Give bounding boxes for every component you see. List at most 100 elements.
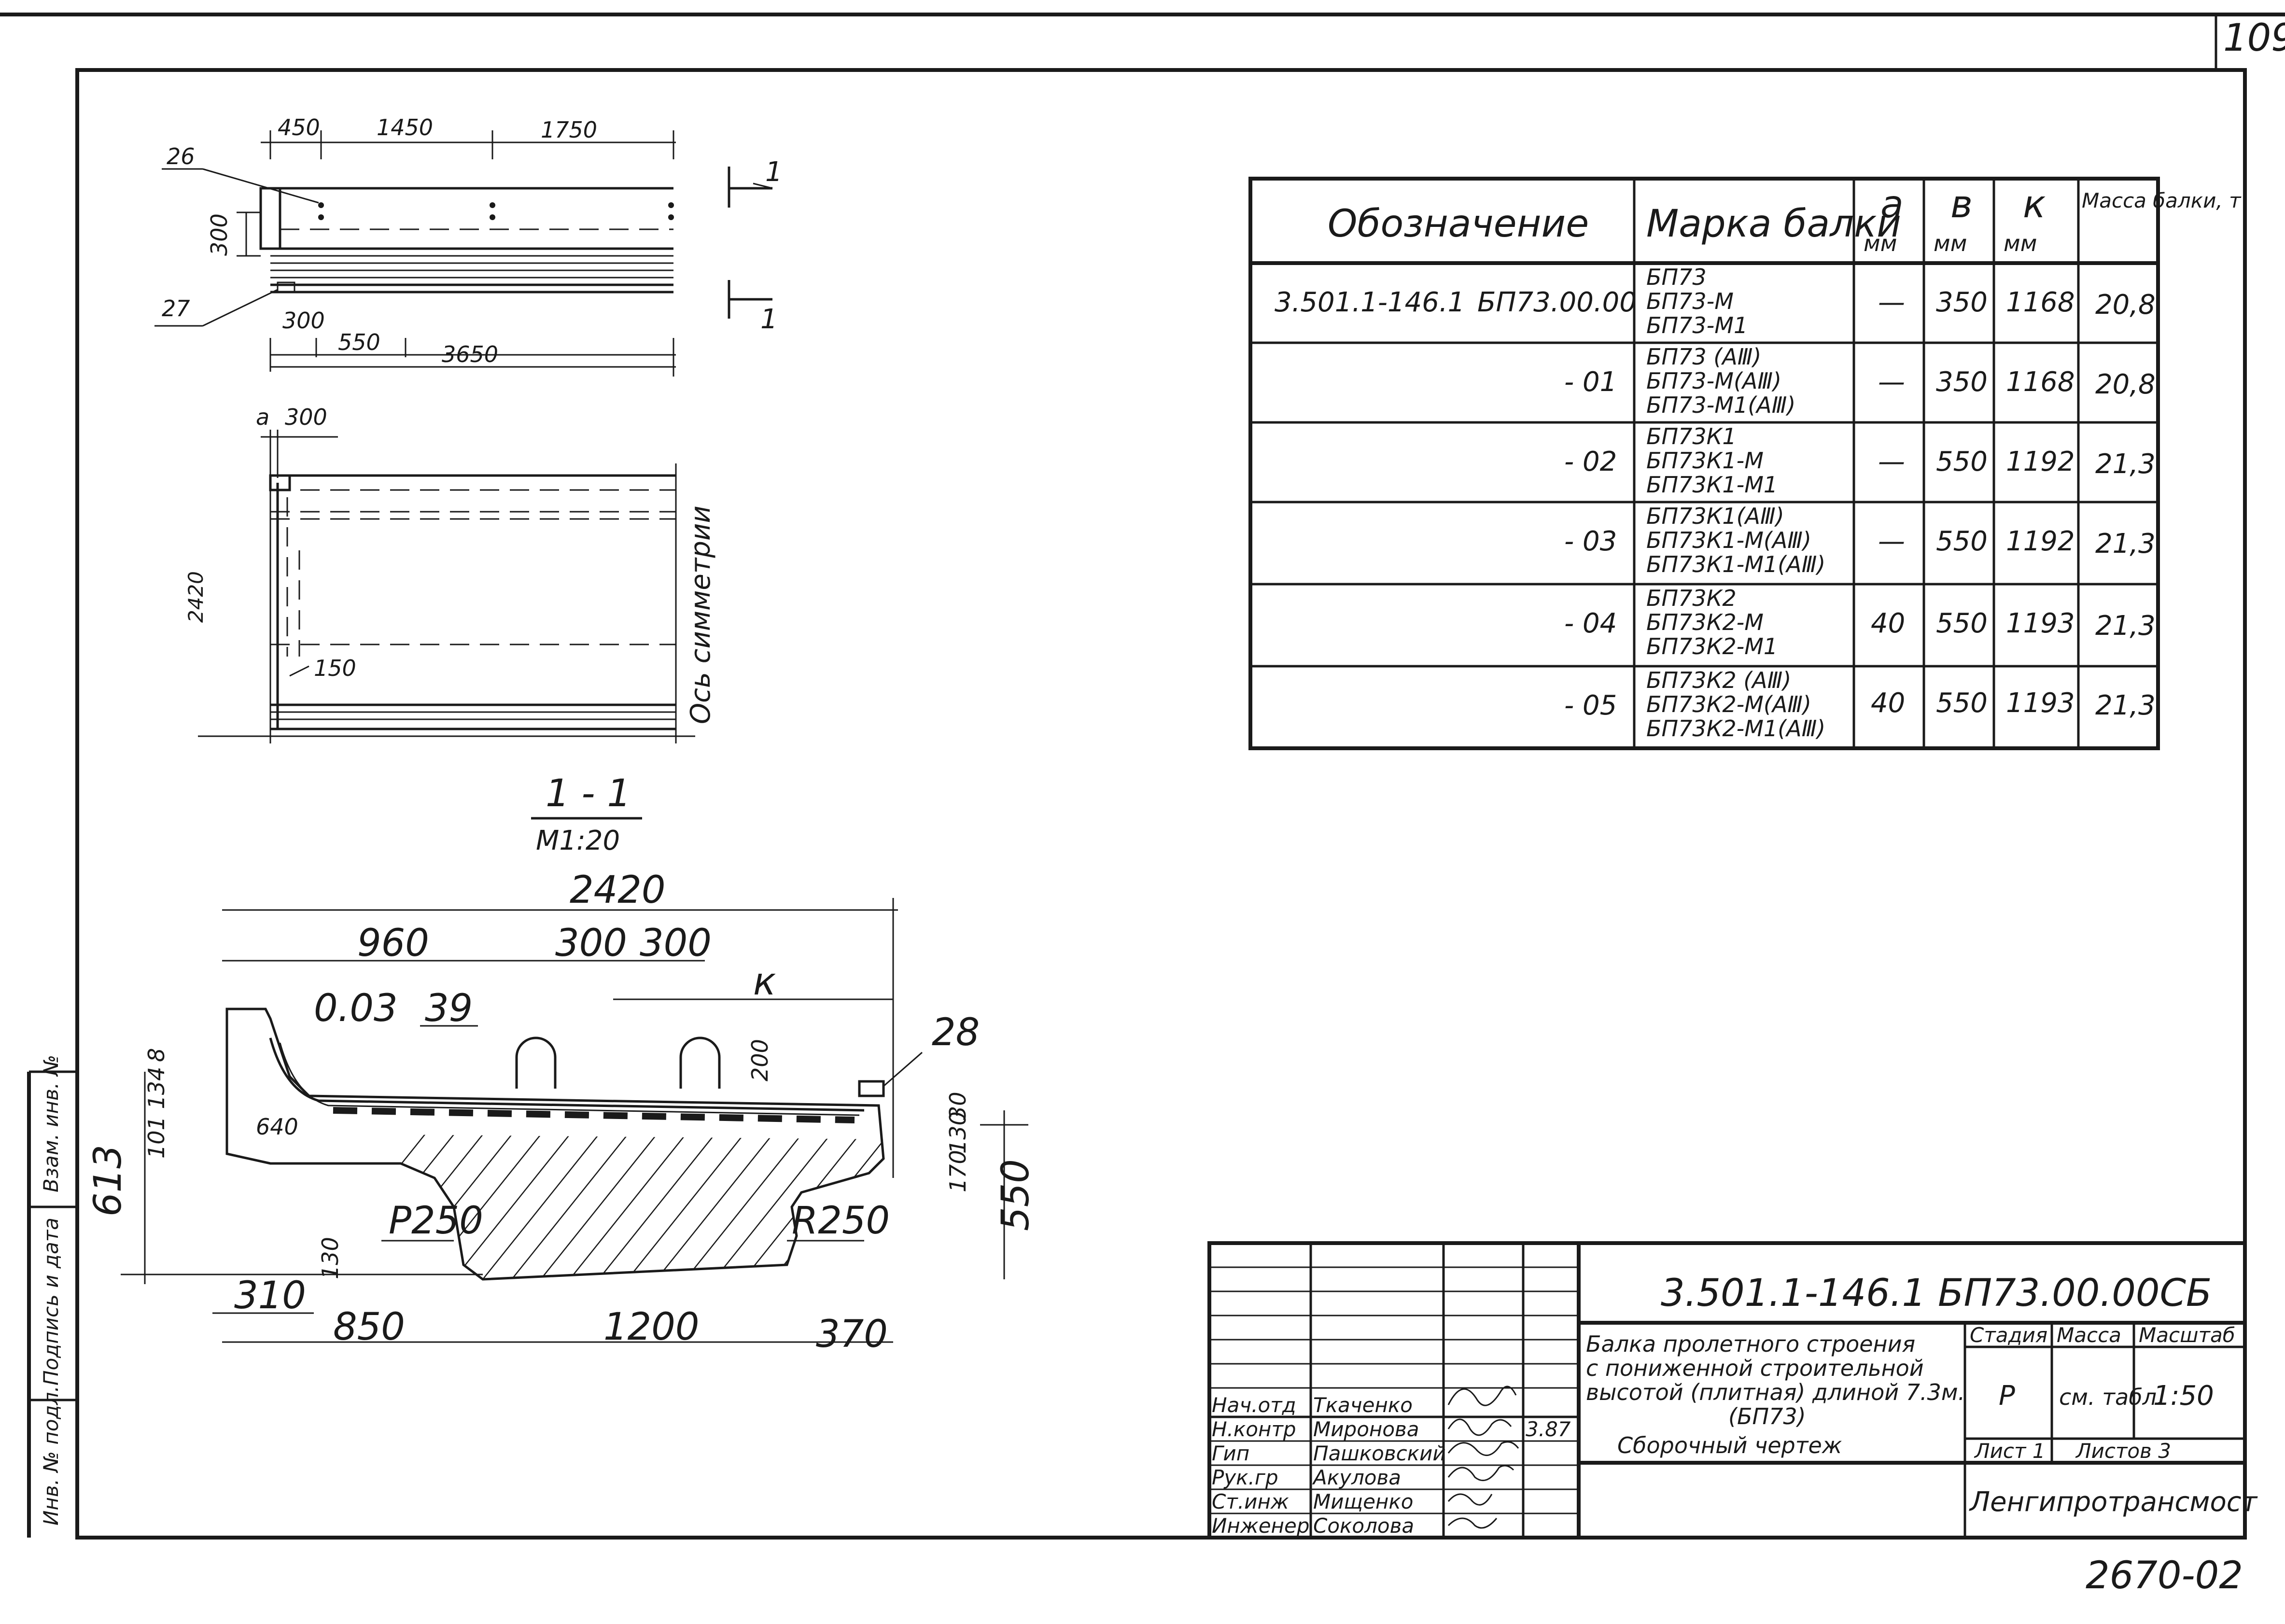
section-mark-top: 1 — [765, 156, 783, 188]
radius-left: Р250 — [389, 1199, 483, 1243]
table-row: - 03 БП73К1(АⅢ) БП73К1-М(АⅢ) БП73К1-М1(А… — [1564, 503, 2156, 577]
dim-300-section-a: 300 — [555, 922, 627, 965]
row-mark-3: БП73-М1 — [1646, 312, 1748, 338]
staff-name-5: Мищенко — [1313, 1490, 1413, 1513]
row-a: — — [1878, 446, 1905, 477]
row-code: 3.501.1-146.1 — [1275, 287, 1465, 318]
row-mark-1: БП73К2 — [1646, 585, 1737, 611]
table-row: - 04 БП73К2 БП73К2-М БП73К2-М1 40 550 11… — [1564, 585, 2156, 659]
th-mass: Масса балки, т — [2082, 189, 2242, 212]
dim-1750: 1750 — [541, 117, 597, 143]
dim-3650: 3650 — [442, 341, 498, 367]
th-b: в — [1950, 183, 1973, 226]
dim-613: 613 — [86, 1145, 130, 1217]
th-designation: Обозначение — [1328, 202, 1589, 246]
dim-960: 960 — [357, 922, 429, 965]
staff-role-2: Н.контр — [1212, 1417, 1296, 1441]
slope-label: 0.03 — [314, 987, 398, 1030]
row-k: 1168 — [2006, 366, 2075, 398]
row-b: 550 — [1936, 526, 1988, 557]
row-mark-1: БП73К1(АⅢ) — [1646, 503, 1784, 529]
row-b: 550 — [1936, 687, 1988, 719]
row-mark-2: БП73К1-М(АⅢ) — [1646, 527, 1811, 553]
row-mark-1: БП73 — [1646, 264, 1707, 290]
spec-table: Обозначение Марка балки a в к Масса балк… — [1248, 177, 2242, 750]
th-unit-b: мм — [1934, 230, 1967, 256]
th-mark: Марка балки — [1646, 202, 1901, 246]
row-b: 350 — [1936, 366, 1988, 398]
page-number: 109 — [2223, 16, 2285, 60]
row-mark-3: БП73К2-М1 — [1646, 633, 1778, 659]
row-suffix: - 04 — [1564, 608, 1617, 639]
section-view: 1 - 1 М1:20 2420 960 300 300 к — [86, 772, 1037, 1356]
row-mark-2: БП73К2-М — [1646, 609, 1764, 635]
th-unit-a: мм — [1864, 230, 1897, 256]
row-a: 40 — [1871, 608, 1905, 639]
table-row: - 02 БП73К1 БП73К1-М БП73К1-М1 — 550 119… — [1564, 423, 2156, 498]
title-line-1: Балка пролетного строения — [1586, 1331, 1915, 1357]
row-mark-2: БП73-М(АⅢ) — [1646, 368, 1781, 394]
row-mass: 20,8 — [2095, 369, 2156, 400]
title-line-3: высотой (плитная) длиной 7.3м. — [1586, 1379, 1965, 1405]
scale-label: Масштаб — [2139, 1323, 2235, 1347]
dim-1450: 1450 — [377, 114, 433, 140]
row-b: 550 — [1936, 446, 1988, 477]
staff-role-3: Гип — [1212, 1442, 1249, 1465]
table-row: 3.501.1-146.1 БП73.00.00 БП73 БП73-М БП7… — [1275, 264, 2156, 338]
row-mass: 21,3 — [2095, 448, 2156, 480]
row-mass: 21,3 — [2095, 610, 2156, 642]
row-mark-1: БП73К2 (АⅢ) — [1646, 667, 1791, 693]
th-unit-k: мм — [2004, 230, 2037, 256]
row-mass: 20,8 — [2095, 289, 2156, 321]
org-name: Ленгипротрансмост — [1969, 1486, 2258, 1518]
row-mark-3: БП73-М1(АⅢ) — [1646, 392, 1795, 418]
row-mass: 21,3 — [2095, 690, 2156, 721]
callout-27: 27 — [162, 295, 190, 322]
row-k: 1192 — [2006, 446, 2075, 477]
row-k: 1168 — [2006, 287, 2075, 318]
row-b: 350 — [1936, 287, 1988, 318]
plan-top-view: 450 1450 1750 26 27 300 — [154, 114, 783, 377]
row-suffix: - 05 — [1564, 690, 1617, 721]
dim-130-bottom: 130 — [317, 1237, 343, 1279]
stage-label: Стадия — [1970, 1323, 2047, 1347]
doc-type: Сборочный чертеж — [1617, 1432, 1842, 1458]
th-k: к — [2023, 183, 2046, 226]
dim-130: 130 — [945, 1111, 971, 1154]
callout-26: 26 — [167, 143, 195, 169]
section-title: 1 - 1 — [546, 772, 631, 815]
row-a: 40 — [1871, 687, 1905, 719]
staff-role-1: Нач.отд — [1212, 1393, 1296, 1417]
callout-28: 28 — [932, 1011, 980, 1054]
dim-300-bottom: 300 — [282, 308, 325, 334]
title-line-2: с пониженной строительной — [1586, 1355, 1924, 1381]
row-mark-3: БП73К1-М1 — [1646, 472, 1778, 498]
dim-370: 370 — [816, 1313, 888, 1356]
margin-labels: Инв. № подл. Подпись и дата Взам. инв. № — [39, 1055, 63, 1526]
dim-30: 30 — [945, 1092, 971, 1120]
dim-310: 310 — [234, 1274, 306, 1317]
row-a: — — [1878, 526, 1905, 557]
row-a: — — [1878, 366, 1905, 398]
dim-8: 8 — [143, 1048, 169, 1062]
dim-2420-side: 2420 — [184, 571, 208, 623]
sheets-value: Листов 3 — [2075, 1439, 2171, 1463]
row-suffix: - 02 — [1564, 446, 1617, 477]
row-k: 1193 — [2006, 608, 2075, 639]
dim-k: к — [753, 960, 776, 1004]
section-scale: М1:20 — [536, 825, 620, 856]
dim-550-right: 550 — [994, 1159, 1037, 1231]
margin-label-sign: Подпись и дата — [39, 1218, 63, 1386]
row-mark-1: БП73К1 — [1646, 423, 1737, 449]
row-mark-1: БП73 (АⅢ) — [1646, 344, 1761, 370]
row-mark-2: БП73-М — [1646, 288, 1734, 314]
dim-1200: 1200 — [603, 1305, 700, 1349]
dim-640: 640 — [256, 1114, 298, 1140]
dim-a-label: a — [256, 404, 269, 430]
staff-role-6: Инженер — [1212, 1514, 1310, 1538]
archive-number: 2670-02 — [2086, 1554, 2243, 1597]
staff-name-6: Соколова — [1313, 1514, 1414, 1538]
axis-label: Ось симметрии — [685, 505, 716, 724]
mass-label: Масса — [2057, 1323, 2121, 1347]
